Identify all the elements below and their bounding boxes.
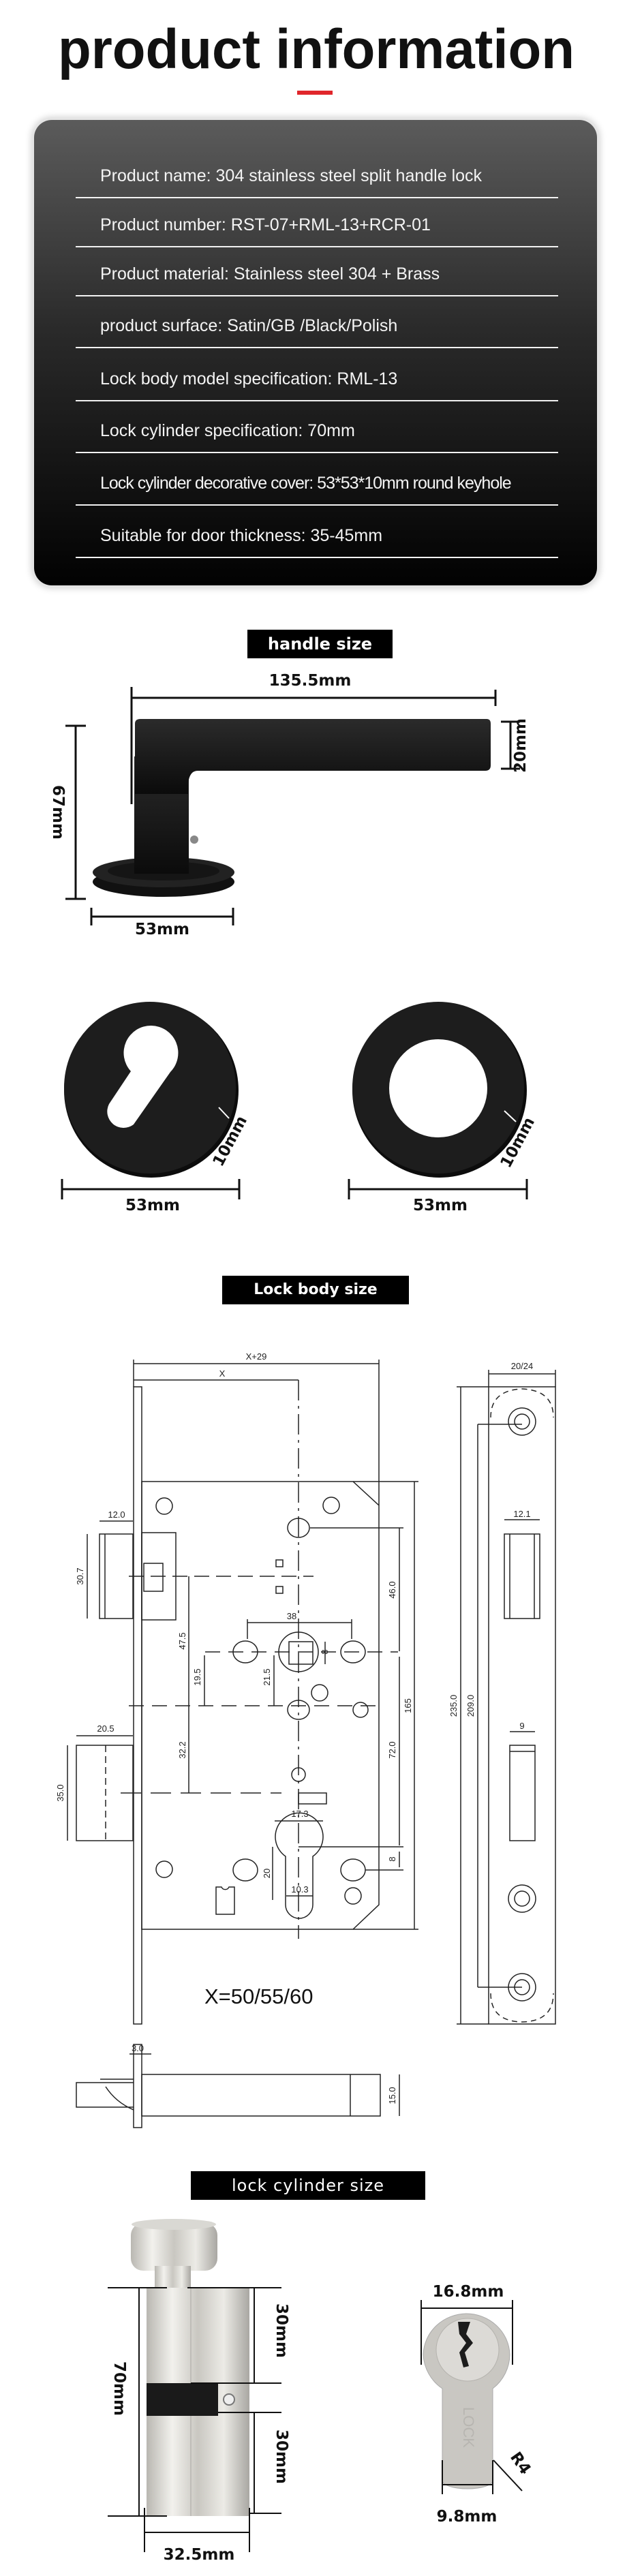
cylinder-engraving: LOCK xyxy=(460,2407,477,2448)
x-formula: X=50/55/60 xyxy=(204,1984,313,2008)
rose-left-width-label: 53mm xyxy=(125,1197,180,1214)
dim-72: 72.0 xyxy=(387,1741,397,1758)
spec-row: Lock cylinder decorative cover: 53*53*10… xyxy=(76,455,558,506)
handle-drawing xyxy=(65,687,520,925)
dim-faceplate-width: 20/24 xyxy=(511,1361,534,1371)
spec-row: Lock cylinder specification: 70mm xyxy=(76,403,558,453)
dim-latch-height: 30.7 xyxy=(75,1567,85,1584)
dim-faceplate-height: 235.0 xyxy=(448,1695,459,1717)
spec-row: Lock body model specification: RML-13 xyxy=(76,351,558,401)
dim-46: 46.0 xyxy=(387,1581,397,1598)
keyhole-escutcheon-image xyxy=(64,1002,239,1178)
thumbturn-cylinder-image xyxy=(131,2219,249,2516)
round-escutcheon-image xyxy=(352,1002,527,1178)
cylinder-profile-image: LOCK xyxy=(423,2313,510,2489)
spec-row: Product name: 304 stainless steel split … xyxy=(76,148,558,198)
dim-21-5: 21.5 xyxy=(262,1668,272,1685)
cylinder-half-bottom-label: 30mm xyxy=(273,2429,290,2484)
dim-165: 165 xyxy=(403,1698,413,1713)
dim-latch-hole: 12.1 xyxy=(513,1509,530,1519)
dim-latch-width: 12.0 xyxy=(108,1509,125,1520)
dim-17-3: 17.3 xyxy=(291,1809,308,1819)
dim-screw-spacing: 209.0 xyxy=(465,1695,476,1717)
dim-x-plus-29: X+29 xyxy=(246,1351,267,1362)
faceplate-side xyxy=(488,1386,556,2025)
dim-47-5: 47.5 xyxy=(177,1632,187,1649)
spec-row: product surface: Satin/GB /Black/Polish xyxy=(76,298,558,348)
spec-row: Product material: Stainless steel 304 + … xyxy=(76,246,558,296)
dim-bolt-hole: 9 xyxy=(519,1721,524,1731)
dim-38: 38 xyxy=(287,1611,296,1621)
spec-lock-body-model: Lock body model specification: RML-13 xyxy=(100,369,398,388)
spec-panel: Product name: 304 stainless steel split … xyxy=(34,120,597,585)
title-accent-bar xyxy=(297,91,333,95)
handle-thickness-label: 20mm xyxy=(512,718,530,773)
profile-radius-label: R4 xyxy=(506,2449,534,2479)
cylinder-length-label: 70mm xyxy=(110,2361,128,2416)
spec-surface: product surface: Satin/GB /Black/Polish xyxy=(100,316,398,335)
spec-cover: Lock cylinder decorative cover: 53*53*10… xyxy=(100,474,512,493)
spec-door-thickness: Suitable for door thickness: 35-45mm xyxy=(100,526,383,545)
dim-8-spindle: 8 xyxy=(320,1649,330,1654)
dim-bolt-thickness: 15.0 xyxy=(387,2087,397,2104)
dim-10-3: 10.3 xyxy=(291,1884,308,1895)
handle-size-heading: handle size xyxy=(247,630,393,658)
dim-faceplate-thickness: 3.0 xyxy=(132,2043,144,2053)
dim-x: X xyxy=(219,1368,226,1379)
dim-8-cylinder: 8 xyxy=(387,1856,397,1861)
spec-cylinder: Lock cylinder specification: 70mm xyxy=(100,421,355,440)
profile-bottom-label: 9.8mm xyxy=(437,2508,498,2526)
page-title: product information xyxy=(58,18,575,80)
dim-32-2: 32.2 xyxy=(177,1741,187,1758)
dim-bolt-height: 35.0 xyxy=(55,1784,65,1801)
lock-cylinder-size-heading: lock cylinder size xyxy=(191,2171,425,2200)
spec-product-name: Product name: 304 stainless steel split … xyxy=(100,166,483,185)
cylinder-width-label: 32.5mm xyxy=(164,2546,235,2564)
lock-body-size-heading: Lock body size xyxy=(222,1276,409,1304)
spec-material: Product material: Stainless steel 304 + … xyxy=(100,264,440,283)
handle-length-label: 135.5mm xyxy=(269,672,352,690)
dim-20: 20 xyxy=(262,1869,272,1878)
dim-bolt-width: 20.5 xyxy=(97,1723,114,1734)
spec-product-number: Product number: RST-07+RML-13+RCR-01 xyxy=(100,215,431,234)
profile-top-label: 16.8mm xyxy=(433,2283,504,2301)
lock-body-drawing xyxy=(67,1360,556,2128)
dim-19-5: 19.5 xyxy=(192,1668,202,1685)
handle-lever-image xyxy=(93,719,491,897)
rose-width-label: 53mm xyxy=(135,921,189,938)
handle-height-label: 67mm xyxy=(49,785,67,840)
cylinder-half-top-label: 30mm xyxy=(273,2303,290,2358)
spec-row: Suitable for door thickness: 35-45mm xyxy=(76,508,558,558)
rose-right-width-label: 53mm xyxy=(413,1197,468,1214)
spec-row: Product number: RST-07+RML-13+RCR-01 xyxy=(76,197,558,247)
